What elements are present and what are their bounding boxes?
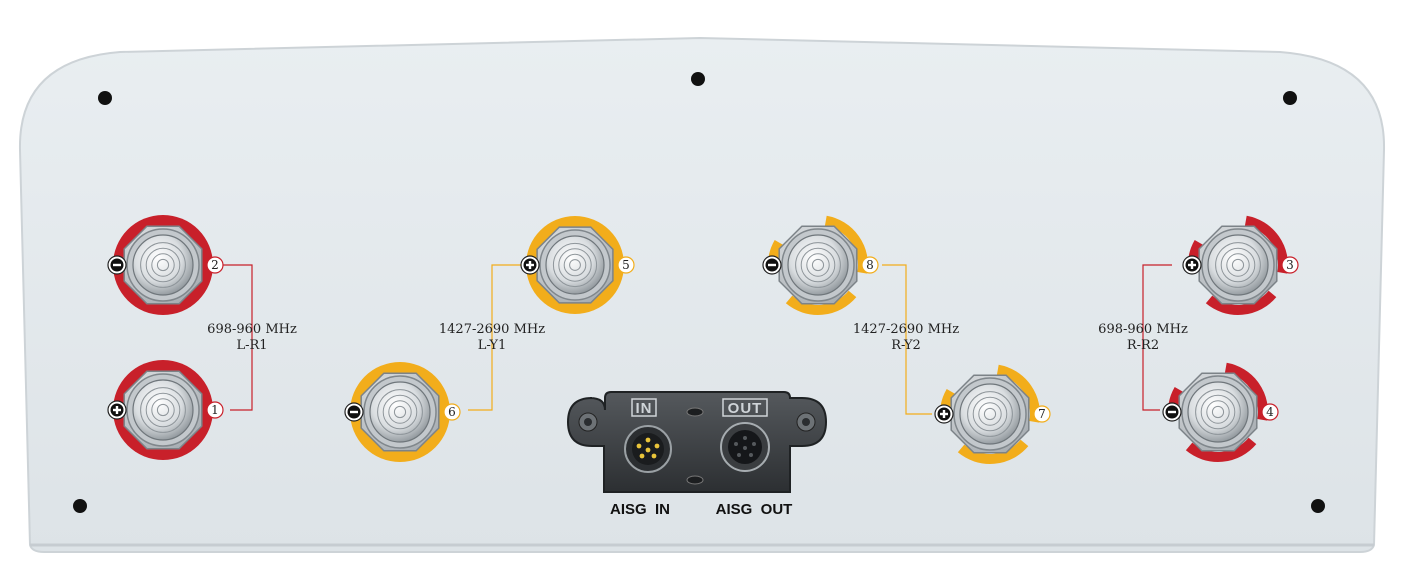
port-number-badge: 1 xyxy=(206,401,224,419)
port-number-badge: 3 xyxy=(1281,256,1299,274)
port-number: 3 xyxy=(1286,258,1294,272)
mounting-hole xyxy=(1311,499,1325,513)
group-name: R-Y2 xyxy=(891,338,921,353)
group-name: L-R1 xyxy=(236,338,267,353)
port-number: 2 xyxy=(211,258,219,272)
port-number-badge: 5 xyxy=(617,256,635,274)
aisg-out-caption: AISG OUT xyxy=(716,501,793,518)
rf-connector-port-6[interactable]: 6 xyxy=(344,362,461,462)
port-number-badge: 4 xyxy=(1261,403,1279,421)
port-number-badge: 2 xyxy=(206,256,224,274)
aisg-out-panel-label: OUT xyxy=(728,400,763,417)
rf-connector-port-8[interactable]: 8 xyxy=(762,215,879,315)
connection-lines xyxy=(222,264,1172,415)
minus-polarity-icon xyxy=(344,402,364,422)
group-frequency: 698-960 MHz xyxy=(207,322,297,337)
group-label-R-Y2: 1427-2690 MHz R-Y2 xyxy=(853,322,959,353)
port-number: 1 xyxy=(211,403,219,417)
rf-connector-port-1[interactable]: 1 xyxy=(107,360,224,460)
group-label-R-R2: 698-960 MHz R-R2 xyxy=(1098,322,1188,353)
port-number: 4 xyxy=(1266,405,1274,419)
mounting-hole xyxy=(1283,91,1297,105)
rf-connector-port-3[interactable]: 3 xyxy=(1182,215,1299,315)
rf-connector-port-5[interactable]: 5 xyxy=(520,216,635,314)
plus-polarity-icon xyxy=(934,404,954,424)
group-name: L-Y1 xyxy=(478,338,506,353)
rf-connectors: 1 2 3 4 5 6 7 8 xyxy=(107,215,1299,464)
aisg-module: IN OUT xyxy=(566,391,828,493)
plus-polarity-icon xyxy=(1182,255,1202,275)
rf-connector-port-4[interactable]: 4 xyxy=(1162,362,1279,462)
rf-connector-port-2[interactable]: 2 xyxy=(107,215,224,315)
group-label-L-R1: 698-960 MHz L-R1 xyxy=(207,322,297,353)
mounting-hole xyxy=(73,499,87,513)
aisg-in-caption: AISG IN xyxy=(610,501,670,518)
port-number-badge: 7 xyxy=(1033,405,1051,423)
port-number: 6 xyxy=(448,405,456,419)
mounting-hole xyxy=(98,91,112,105)
mounting-hole xyxy=(691,72,705,86)
aisg-out-connector[interactable] xyxy=(720,422,770,472)
group-frequency: 698-960 MHz xyxy=(1098,322,1188,337)
aisg-in-connector[interactable] xyxy=(624,425,672,473)
port-number: 8 xyxy=(866,258,874,272)
port-number-badge: 6 xyxy=(443,403,461,421)
plus-polarity-icon xyxy=(520,255,540,275)
minus-polarity-icon xyxy=(107,255,127,275)
port-number: 7 xyxy=(1038,407,1046,421)
port-number-badge: 8 xyxy=(861,256,879,274)
aisg-in-panel-label: IN xyxy=(636,400,653,417)
group-label-L-Y1: 1427-2690 MHz L-Y1 xyxy=(439,322,545,353)
port-number: 5 xyxy=(622,258,630,272)
rf-connector-port-7[interactable]: 7 xyxy=(934,364,1051,464)
group-frequency: 1427-2690 MHz xyxy=(853,322,959,337)
minus-polarity-icon xyxy=(762,255,782,275)
group-frequency: 1427-2690 MHz xyxy=(439,322,545,337)
minus-polarity-icon xyxy=(1162,402,1182,422)
plus-polarity-icon xyxy=(107,400,127,420)
group-name: R-R2 xyxy=(1127,338,1159,353)
